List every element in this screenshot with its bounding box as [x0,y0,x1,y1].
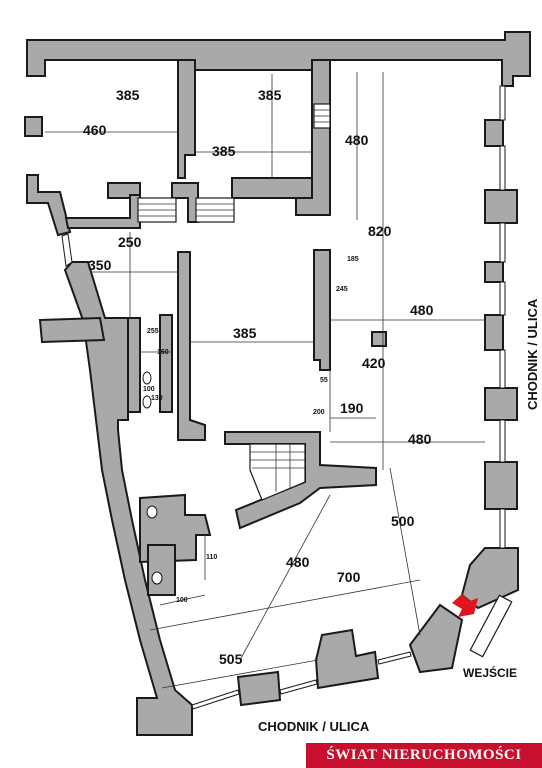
windows [61,85,506,710]
dim-185: 185 [347,256,359,263]
dim-385-room1: 385 [116,87,140,103]
dim-480-lower: 480 [286,554,310,570]
wc-fixtures [142,371,163,585]
dim-110: 110 [206,554,217,561]
dim-160: 160 [157,349,169,356]
dim-190: 190 [340,400,364,416]
dim-500: 500 [391,513,415,529]
watermark: ŚWIAT NIERUCHOMOŚCI [306,743,542,768]
dim-100-lower: 100 [176,597,188,604]
dim-100-wc: 100 [143,386,155,393]
dim-700: 700 [337,569,361,585]
dimension-lines [45,72,485,689]
walls [24,31,531,736]
entrance-label: WEJŚCIE [463,665,517,680]
dim-250: 250 [118,234,142,250]
dim-460: 460 [83,122,107,138]
dim-130: 130 [151,395,163,402]
dim-385-room2-width: 385 [212,143,236,159]
dim-255: 255 [147,328,159,335]
dim-480-right: 480 [410,302,434,318]
dim-480-top: 480 [345,132,369,148]
dim-55: 55 [320,377,328,384]
entrance-arrow-icon [452,594,478,617]
dim-420: 420 [362,355,386,371]
dim-385-corridor: 385 [233,325,257,341]
dim-820: 820 [368,223,392,239]
stairs [137,103,513,658]
dim-350: 350 [88,257,112,273]
dim-505: 505 [219,651,243,667]
dim-480-stairs: 480 [408,431,432,447]
dim-200: 200 [313,409,325,416]
dim-245: 245 [336,286,348,293]
dim-385-room2: 385 [258,87,282,103]
street-label-bottom: CHODNIK / ULICA [258,719,370,734]
street-label-right: CHODNIK / ULICA [525,298,540,410]
